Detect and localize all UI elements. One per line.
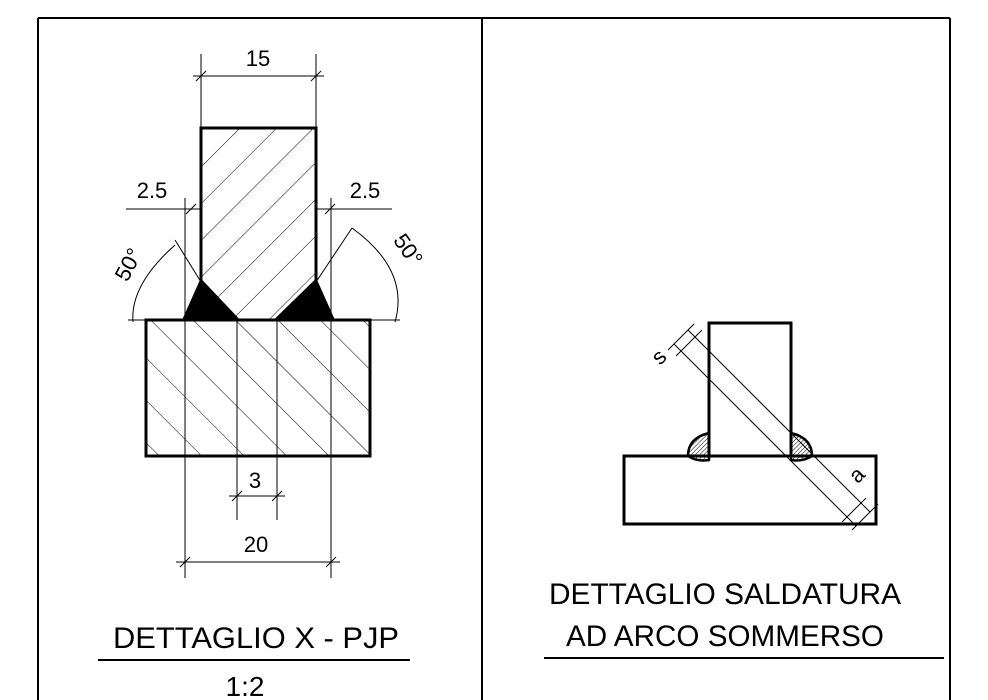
right-detail: s a DETTAGLIO SALDATURA AD ARCO SOMMERSO	[544, 321, 944, 659]
dim-top-value: 15	[246, 46, 270, 71]
right-weld-right	[789, 431, 814, 462]
label-s: s	[646, 344, 671, 369]
angle-right-value: 50°	[388, 229, 428, 271]
dim-gap-value: 3	[249, 468, 261, 493]
weld-right	[274, 278, 335, 319]
right-base-plate	[622, 454, 878, 526]
base-plate	[144, 318, 372, 458]
dim-bottom-value: 20	[244, 532, 268, 557]
left-detail-title: DETTAGLIO X - PJP	[113, 622, 399, 655]
right-stem-plate	[707, 321, 793, 458]
weld-left	[182, 278, 240, 319]
stem-plate	[199, 126, 318, 322]
drawing-frame	[37, 17, 951, 700]
angle-left-value: 50°	[110, 244, 148, 285]
left-detail-scale: 1:2	[226, 671, 265, 700]
dim-chamfer-left-value: 2.5	[137, 178, 168, 203]
dim-chamfer-right-value: 2.5	[350, 178, 381, 203]
right-detail-title-line1: DETTAGLIO SALDATURA	[549, 578, 901, 611]
left-detail: 15 2.5 2.5 50° 50° 3 20 DETTAGLIO X - PJ…	[98, 46, 428, 700]
label-a: a	[844, 461, 871, 488]
right-detail-title-line2: AD ARCO SOMMERSO	[566, 620, 884, 653]
right-weld-left	[686, 431, 711, 462]
